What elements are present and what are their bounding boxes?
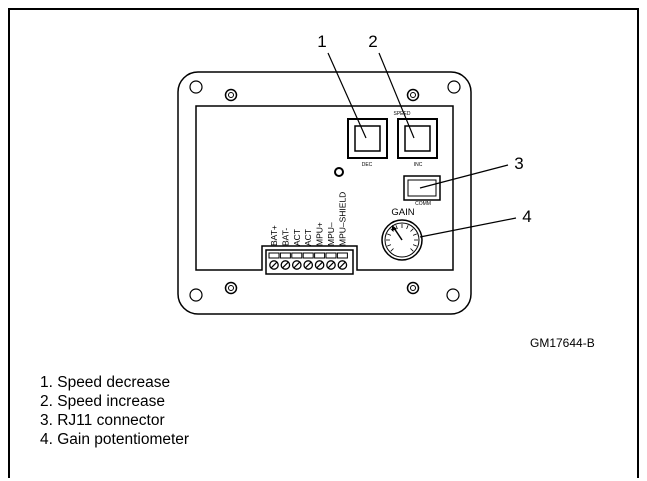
legend-item: 2. Speed increase [40,393,165,410]
speed-label: SPEED [394,111,411,117]
mounting-hole-top-right [447,80,461,94]
gain-potentiometer [381,219,423,261]
dec-label: DEC [362,162,373,168]
terminal-label: MPU– [326,222,336,246]
terminal-label: BAT- [280,228,290,246]
housing-outline [177,71,472,315]
screw-top-left [224,88,238,102]
legend-item: 1. Speed decrease [40,374,171,391]
legend-item: 4. Gain potentiometer [40,431,190,448]
terminal-strip [265,249,354,275]
status-led [334,167,344,177]
mounting-hole-bottom-left [189,288,203,302]
terminal-label: BAT+ [269,225,279,246]
mounting-hole-bottom-right [446,288,460,302]
terminal-screw [325,252,337,270]
legend-list: 1. Speed decrease 2. Speed increase 3. R… [40,373,189,449]
terminal-screw [314,252,326,270]
legend-item: 3. RJ11 connector [40,412,165,429]
callout-3: 3 [514,154,523,173]
terminal-label: ACT [292,229,302,246]
callout-1: 1 [317,32,326,51]
screw-bottom-right [406,281,420,295]
inner-panel-outline [195,105,454,271]
gain-label: GAIN [391,207,414,218]
callout-4: 4 [522,207,531,226]
screw-top-right [406,88,420,102]
terminal-screw [268,252,280,270]
terminal-label: MPU–SHIELD [337,192,347,246]
mounting-hole-top-left [189,80,203,94]
figure-frame [8,8,639,478]
comm-label: COMM [415,201,431,207]
inc-label: INC [414,162,423,168]
speed-decrease-button [347,118,388,159]
speed-increase-button [397,118,438,159]
terminal-screw [336,252,348,270]
callout-leaders [327,52,517,238]
terminal-screw [291,252,303,270]
terminal-label: MPU+ [315,222,325,246]
terminal-screw [279,252,291,270]
terminal-label: ACT [303,229,313,246]
screw-bottom-left [224,281,238,295]
callout-2: 2 [368,32,377,51]
figure-id: GM17644-B [530,336,595,350]
terminal-screw [302,252,314,270]
